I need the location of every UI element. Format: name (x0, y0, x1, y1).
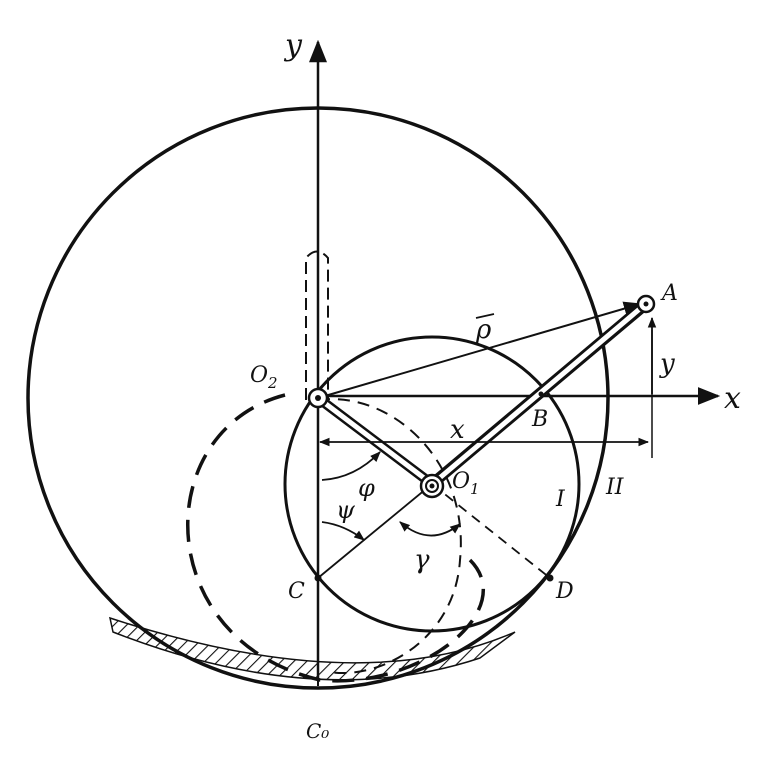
label-y-axis: y (283, 28, 303, 63)
label-C: C (288, 579, 305, 604)
joint-A (636, 294, 656, 314)
label-coord-x: x (450, 415, 465, 445)
label-circle-I: I (555, 487, 566, 512)
label-x-axis: x (724, 381, 741, 416)
point-B-dot (538, 391, 544, 397)
dashed-trajectory (186, 393, 485, 683)
angle-gamma-arc (399, 521, 461, 537)
angle-phi-arc (321, 451, 381, 481)
label-O2: O2 (250, 363, 278, 392)
label-C0: C₀ (306, 719, 329, 743)
label-D: D (555, 579, 574, 604)
label-coord-y: y (659, 349, 675, 379)
label-phi: φ (358, 474, 375, 502)
label-B: B (531, 407, 548, 432)
joint-O2 (307, 387, 329, 409)
rho-overbar (475, 313, 495, 319)
label-rho: ρ (475, 315, 492, 345)
line-O1-D-dashed (431, 483, 551, 579)
point-C-dot (314, 574, 322, 582)
line-C-O1 (317, 483, 433, 579)
rod-O2-O1-inner (316, 396, 434, 486)
label-gamma: γ (414, 545, 430, 575)
vector-rho (317, 301, 642, 399)
label-A: A (660, 281, 678, 306)
point-D-dot (546, 574, 554, 582)
dashed-inner-arc (317, 398, 462, 674)
label-psi: ψ (336, 496, 356, 524)
angle-psi-arc (321, 521, 365, 541)
label-O1: O1 (452, 469, 480, 498)
label-circle-II: II (605, 475, 625, 500)
joint-O1 (419, 473, 445, 499)
